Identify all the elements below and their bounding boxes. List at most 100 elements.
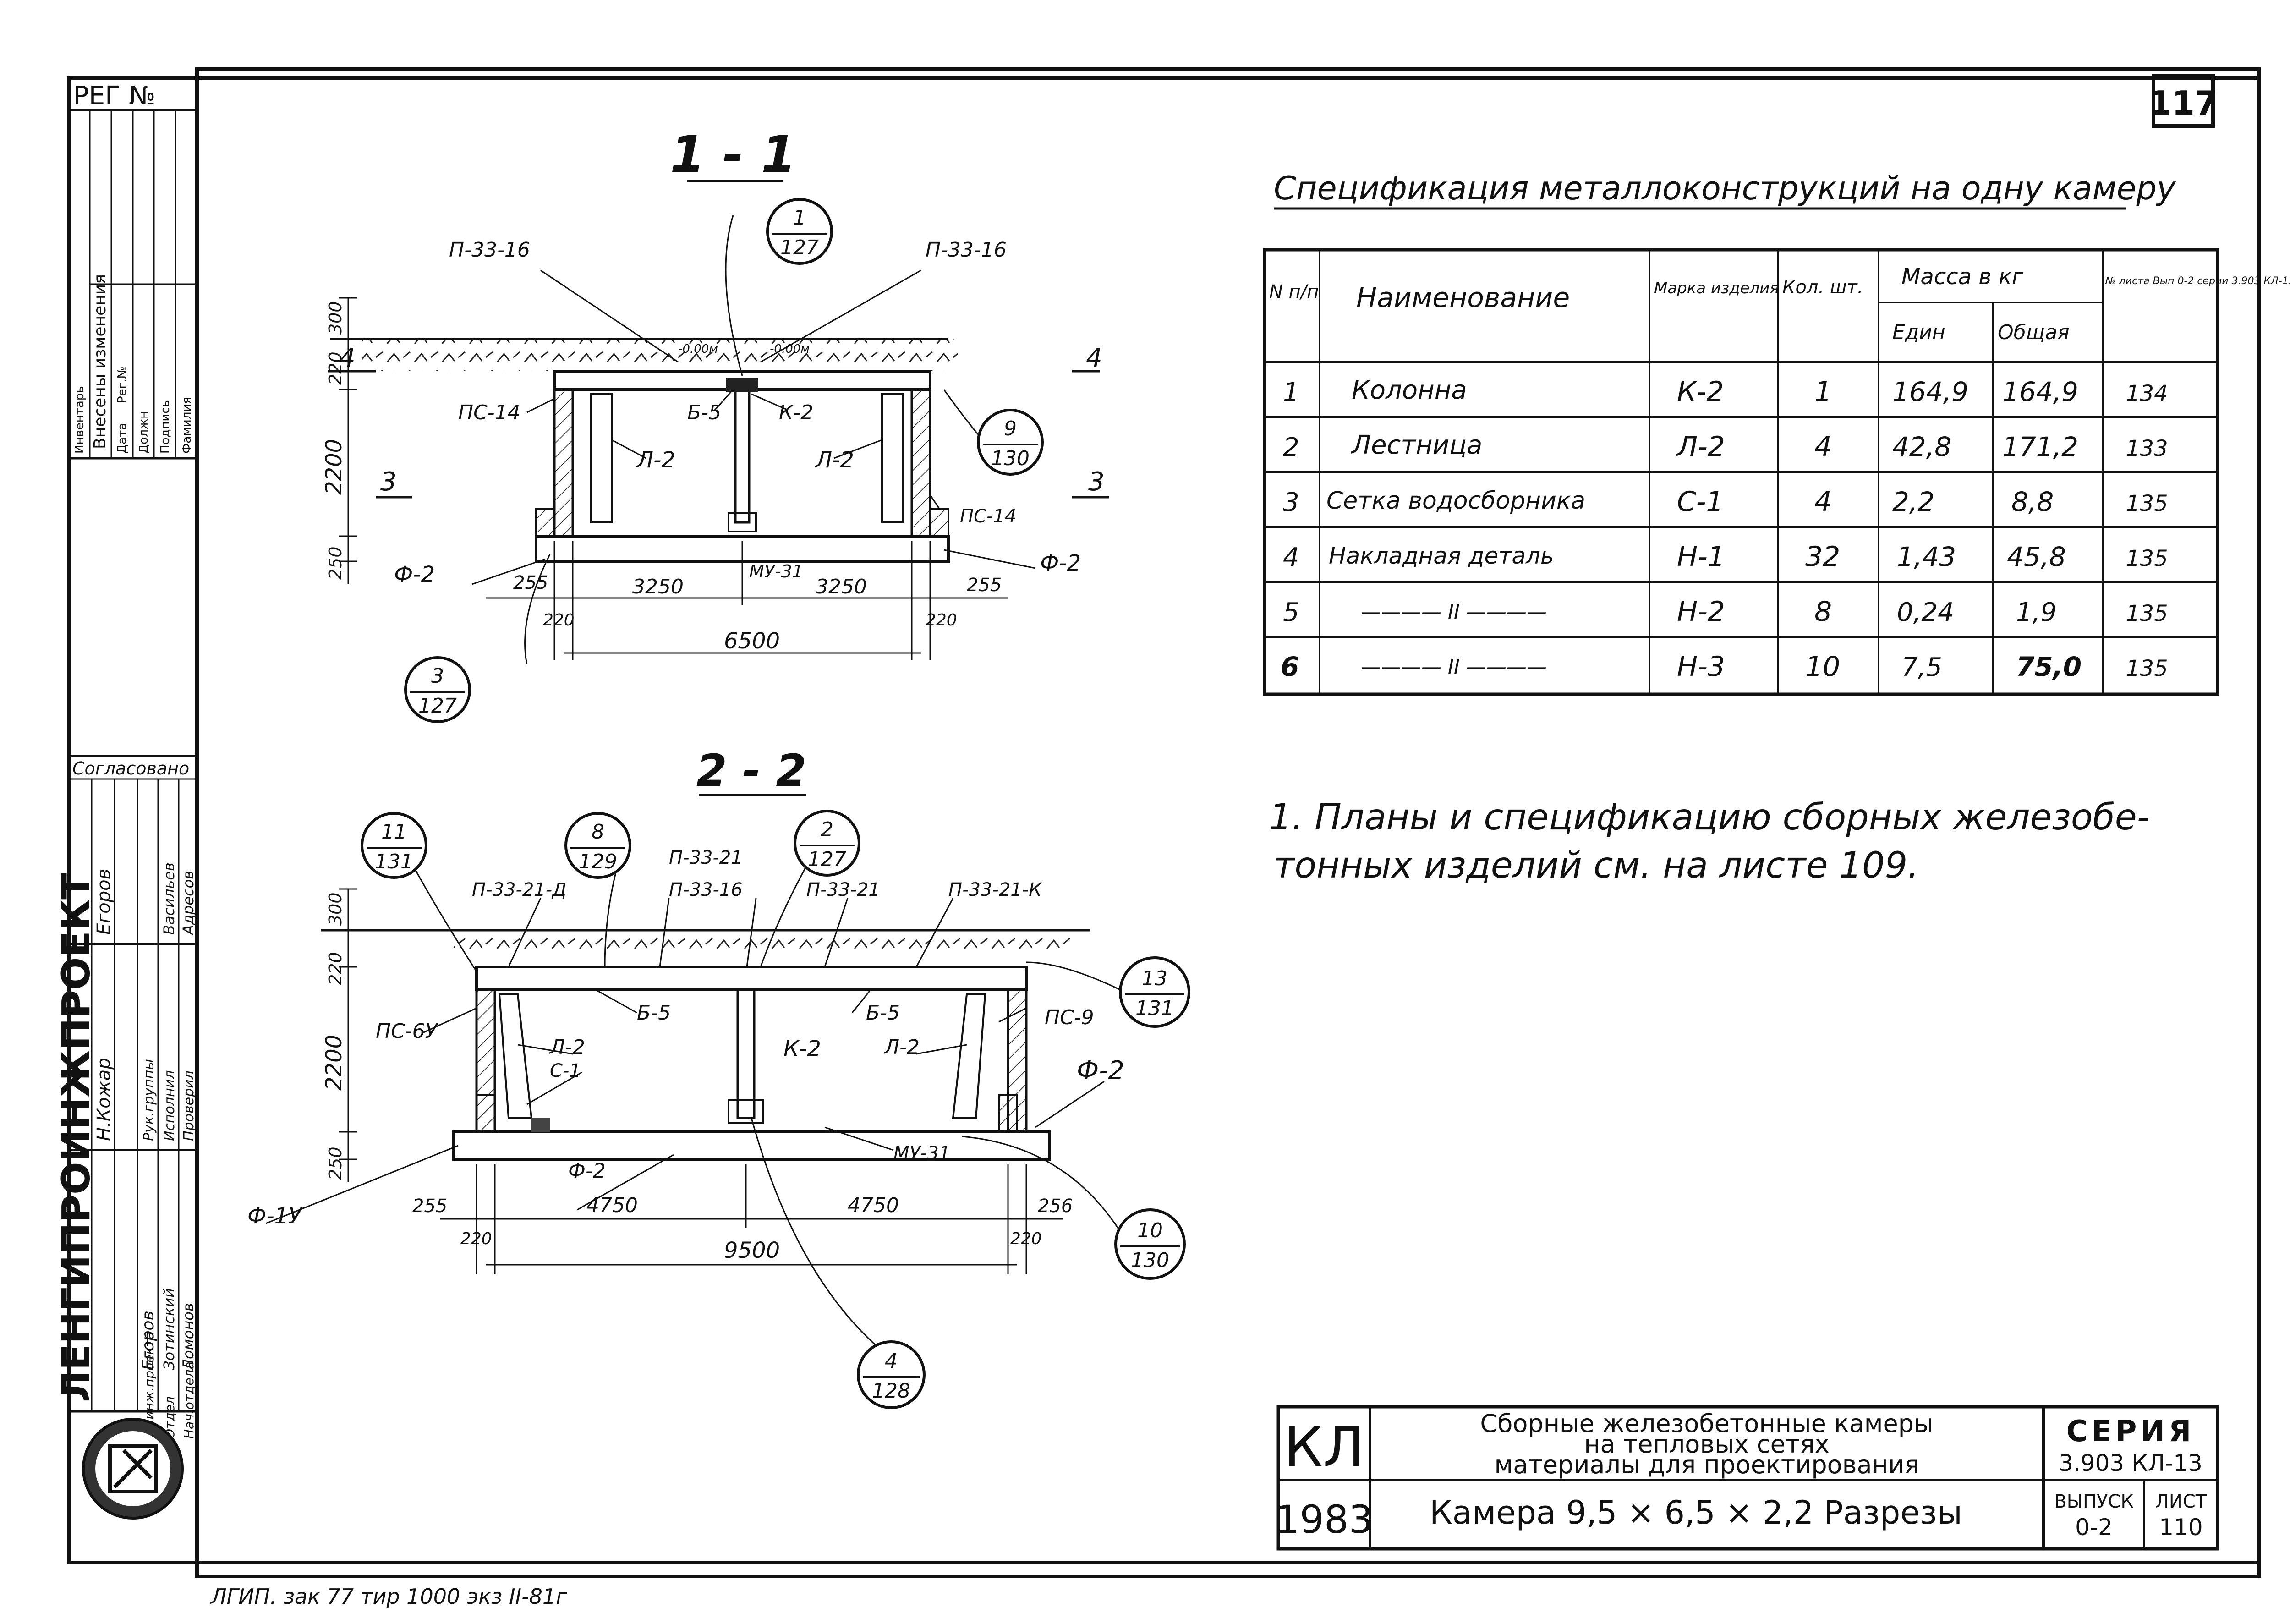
table-row: 6 ———— II ———— Н-3 10 7,5 75,0 135 — [1281, 651, 2168, 683]
header-sheet: № листа Вып 0-2 серии 3.903 КЛ-13 — [2105, 275, 2290, 287]
cut-4-left: 4 — [339, 343, 356, 373]
callout-2-127-top: 2 — [821, 818, 833, 841]
label-l2-left: Л-2 — [636, 447, 675, 473]
approval-name-1: Егоров — [93, 869, 115, 935]
row-4-mark: Н-1 — [1677, 541, 1725, 573]
row-1-qty: 1 — [1814, 376, 1832, 408]
row-5-sheet: 135 — [2126, 601, 2168, 626]
staff-role-6: Проверил — [181, 1070, 197, 1141]
row-3-sheet: 135 — [2126, 491, 2168, 516]
approval-name-3: Адресов — [180, 871, 197, 936]
callout-4-128-top: 4 — [885, 1350, 898, 1373]
label-l2-right: Л-2 — [815, 447, 854, 473]
row-2-n: 2 — [1283, 433, 1299, 462]
hdim-256-right: 256 — [1038, 1196, 1073, 1217]
title-line-1: Сборные железобетонные камеры — [1480, 1409, 1933, 1438]
staff-name-2: Зотинский — [160, 1288, 178, 1370]
spec-table-title: Спецификация металлоконструкций на одну … — [1274, 170, 2176, 207]
vdim-300: 300 — [325, 892, 345, 926]
staff-name-1: Егоров — [139, 1311, 158, 1370]
row-1-name: Колонна — [1352, 375, 1467, 405]
cut-3-right: 3 — [1088, 467, 1105, 497]
row-6-sheet: 135 — [2126, 656, 2168, 681]
label-f1u: Ф-1У — [247, 1203, 303, 1229]
side-strip: РЕГ № Внесены изменения Инвентарь Дата Р… — [54, 81, 197, 1520]
row-1-unit: 164,9 — [1892, 376, 1968, 407]
changes-col-1: Инвентарь — [73, 386, 87, 454]
callout-4-128-bottom: 128 — [872, 1379, 910, 1403]
label-f2-bottom: Ф-2 — [568, 1159, 606, 1183]
header-num: N п/п — [1269, 281, 1319, 302]
staff-role-5: Исполнил — [162, 1070, 178, 1141]
label-mu31: МУ-31 — [749, 561, 803, 582]
callout-4-128: 4 128 — [857, 1340, 926, 1409]
row-4-unit: 1,43 — [1897, 541, 1956, 572]
reg-label: РЕГ № — [73, 81, 155, 111]
spec-table: Спецификация металлоконструкций на одну … — [1263, 170, 2290, 696]
header-mark: Марка изделия — [1654, 279, 1779, 297]
callout-1-127: 1 127 — [766, 198, 833, 265]
row-4-n: 4 — [1283, 543, 1299, 572]
callout-1-127-top: 1 — [793, 206, 806, 230]
row-6-qty: 10 — [1805, 651, 1840, 683]
staff-role-4: Рук.группы — [141, 1059, 157, 1141]
title-year: 1983 — [1275, 1497, 1373, 1542]
table-row: 1 Колонна К-2 1 164,9 164,9 134 — [1283, 375, 2168, 408]
row-3-n: 3 — [1283, 488, 1299, 517]
row-5-qty: 8 — [1814, 596, 1832, 628]
row-5-n: 5 — [1283, 598, 1299, 627]
row-6-unit: 7,5 — [1901, 653, 1942, 682]
label-ps14-right: ПС-14 — [960, 506, 1016, 527]
callout-8-129-bottom: 129 — [579, 850, 617, 873]
row-1-mark: К-2 — [1677, 376, 1724, 408]
row-3-qty: 4 — [1814, 486, 1832, 518]
header-mass-total: Общая — [1998, 321, 2070, 344]
hdim-220-left: 220 — [543, 611, 575, 630]
row-2-total: 171,2 — [2002, 431, 2078, 462]
sheet-value: 110 — [2159, 1514, 2202, 1541]
approval-name-2: Васильев — [160, 862, 178, 935]
vdim-300: 300 — [325, 301, 345, 335]
callout-3-127: 3 127 — [404, 656, 471, 723]
changes-col-5: Подпись — [159, 400, 172, 454]
page-number: 117 — [2149, 84, 2218, 122]
label-ps14-left: ПС-14 — [458, 401, 520, 424]
header-qty: Кол. шт. — [1782, 277, 1863, 298]
callout-13-131-bottom: 131 — [1135, 997, 1174, 1020]
organisation-title: ЛЕНГИПРОИНЖПРОЕКТ — [54, 873, 99, 1402]
vdim-220: 220 — [325, 952, 345, 985]
callout-2-127: 2 127 — [794, 810, 860, 877]
label-f2-right: Ф-2 — [1077, 1056, 1124, 1086]
label-p3321-b: П-33-21 — [806, 879, 880, 900]
header-name: Наименование — [1356, 282, 1570, 314]
label-p3321k: П-33-21-К — [948, 879, 1042, 900]
hdim-3250-right: 3250 — [816, 575, 867, 598]
note-line-2: тонных изделий см. на листе 109. — [1274, 845, 1919, 886]
label-c1: С-1 — [550, 1060, 581, 1081]
title-line-2: на тепловых сетях — [1584, 1430, 1830, 1459]
label-p3321d: П-33-21-Д — [472, 879, 566, 900]
series-label: СЕРИЯ — [2066, 1415, 2195, 1448]
hdim-220-right: 220 — [926, 611, 957, 630]
vdim-2200: 2200 — [321, 439, 347, 495]
callout-3-127-bottom: 127 — [418, 694, 457, 718]
changes-col-3: Рег.№ — [115, 366, 129, 403]
label-ps6u: ПС-6У — [376, 1020, 439, 1043]
section-2-title: 2 - 2 — [696, 745, 806, 796]
callout-2-127-bottom: 127 — [808, 848, 846, 871]
label-k2: К-2 — [779, 401, 813, 424]
staff-name-6: Н.Кожар — [93, 1058, 115, 1141]
row-6-name: ———— II ———— — [1361, 655, 1547, 679]
row-3-unit: 2,2 — [1892, 486, 1934, 517]
sheet-label: ЛИСТ — [2155, 1491, 2207, 1512]
table-row: 2 Лестница Л-2 4 42,8 171,2 133 — [1283, 430, 2168, 463]
callout-13-131: 13 131 — [1119, 956, 1190, 1028]
section-1-title: 1 - 1 — [670, 125, 796, 184]
hdim-255-left: 255 — [412, 1196, 447, 1217]
hdim-255-left: 255 — [513, 572, 548, 593]
sheet-title: Камера 9,5 × 6,5 × 2,2 Разрезы — [1430, 1494, 1962, 1531]
label-l2-left: Л-2 — [549, 1036, 585, 1059]
hdim-3250-left: 3250 — [632, 575, 684, 598]
label-p3316: П-33-16 — [669, 879, 743, 900]
